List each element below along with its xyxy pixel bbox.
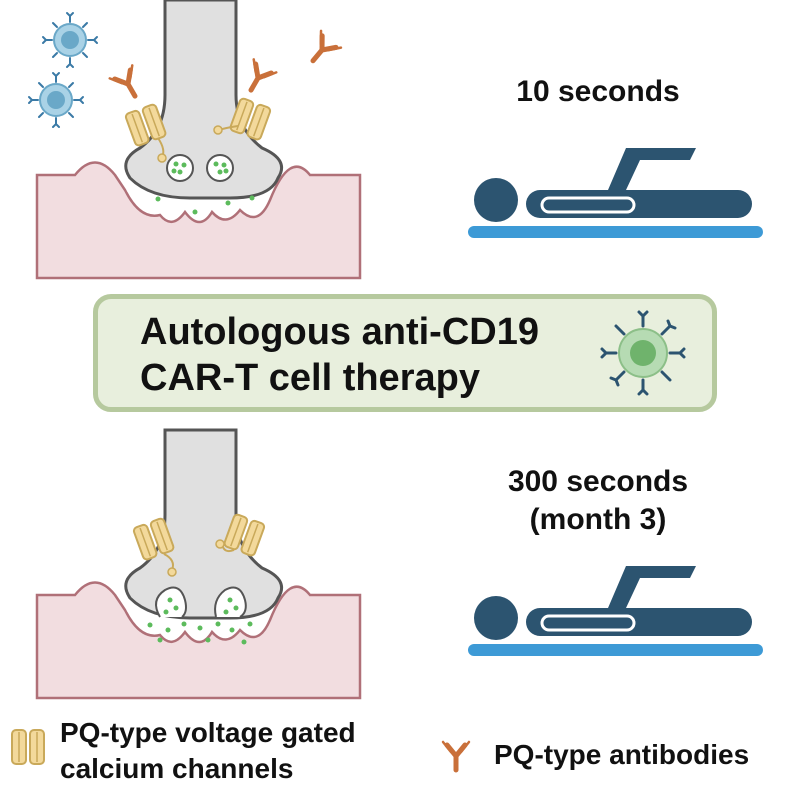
antibody-3: [303, 31, 341, 69]
legend-channel-label-line1: PQ-type voltage gated: [60, 717, 356, 748]
synaptic-vesicles: [155, 154, 255, 215]
muscle-tissue: [35, 161, 362, 280]
legend-channel-icon: [11, 729, 45, 765]
therapy-box: Autologous anti-CD19 CAR-T cell therapy: [93, 294, 717, 412]
bottom-time-label-line1: 300 seconds: [507, 465, 689, 498]
legend-channel-label-line2: calcium channels: [60, 753, 294, 784]
therapy-title-line1: Autologous anti-CD19: [140, 311, 539, 353]
t-cell-2: [28, 72, 84, 128]
therapy-title: Autologous anti-CD19 CAR-T cell therapy: [140, 309, 539, 401]
bottom-synapse: [35, 428, 362, 700]
patient-top-icon: [466, 146, 765, 240]
legend-antibody-icon: [443, 742, 469, 770]
antibody-1: [110, 65, 147, 102]
muscle-tissue-bottom: [35, 581, 362, 700]
top-synapse: [28, 0, 362, 280]
legend-antibody-label: PQ-type antibodies: [494, 739, 750, 770]
released-neurotransmitter: [147, 597, 253, 645]
therapy-title-line2: CAR-T cell therapy: [140, 357, 480, 399]
top-time-label: 10 seconds: [516, 75, 680, 108]
car-t-cell-icon: [600, 310, 686, 396]
patient-bottom-icon: [466, 564, 765, 658]
t-cell-1: [42, 12, 98, 68]
bottom-time-label-line2: (month 3): [529, 503, 667, 536]
neuron-terminal-bottom: [124, 428, 283, 620]
neuron-terminal: [124, 0, 283, 200]
antibody-2: [240, 59, 277, 96]
